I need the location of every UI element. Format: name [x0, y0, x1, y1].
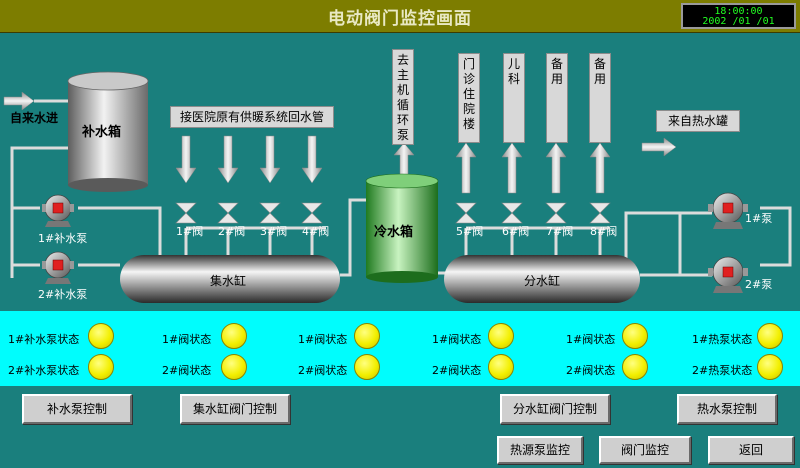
distributor-drum — [444, 255, 640, 303]
outlet-3-label: 备用 — [546, 53, 568, 143]
distributor-label: 分水缸 — [524, 274, 561, 288]
outlet-1-label: 门诊住院楼 — [458, 53, 480, 143]
status-lamp — [221, 323, 247, 349]
hospital-return-label: 接医院原有供暖系统回水管 — [170, 106, 334, 128]
return-arrows — [175, 135, 323, 184]
valve-3-label: 3#阀 — [260, 225, 288, 238]
page-title: 电动阀门监控画面 — [328, 9, 472, 29]
status-label: 1#补水泵状态 — [8, 333, 80, 346]
hot-tank-label: 来自热水罐 — [656, 110, 740, 132]
valve-1-label: 1#阀 — [176, 225, 204, 238]
valve-2-label: 2#阀 — [218, 225, 246, 238]
valve-8-label: 8#阀 — [590, 225, 618, 238]
makeup-pump-2-label: 2#补水泵 — [38, 288, 88, 301]
hot-pump-2-label: 2#泵 — [745, 278, 773, 291]
circ-pump-label: 去主机循环泵 — [392, 49, 414, 145]
clock-date: 2002 /01 /01 — [702, 16, 775, 27]
status-label: 2#阀状态 — [566, 364, 616, 377]
collector-valve-control-button[interactable]: 集水缸阀门控制 — [180, 394, 290, 424]
title-bar — [0, 0, 800, 33]
status-lamp — [88, 354, 114, 380]
makeup-pump-1-label: 1#补水泵 — [38, 232, 88, 245]
tap-water-label: 自来水进 — [10, 111, 59, 125]
status-lamp — [88, 323, 114, 349]
status-label: 2#补水泵状态 — [8, 364, 80, 377]
status-lamp — [354, 323, 380, 349]
outlet-2-label: 儿科 — [503, 53, 525, 143]
clock-display: 18:00:00 2002 /01 /01 — [681, 3, 796, 29]
status-label: 1#阀状态 — [432, 333, 482, 346]
piping-svg — [3, 71, 792, 303]
status-lamp — [757, 323, 783, 349]
back-button[interactable]: 返回 — [708, 436, 794, 464]
status-lamp — [622, 354, 648, 380]
hot-pump-1-label: 1#泵 — [745, 212, 773, 225]
heat-source-monitor-button[interactable]: 热源泵监控 — [497, 436, 583, 464]
valve-4-label: 4#阀 — [302, 225, 330, 238]
to-pump-arrow — [393, 142, 415, 176]
status-label: 2#热泵状态 — [692, 364, 753, 377]
status-label: 2#阀状态 — [162, 364, 212, 377]
hot-pump-control-button[interactable]: 热水泵控制 — [677, 394, 777, 424]
hot-water-arrow — [641, 137, 677, 157]
status-label: 2#阀状态 — [298, 364, 348, 377]
status-label: 1#阀状态 — [298, 333, 348, 346]
valve-7-label: 7#阀 — [546, 225, 574, 238]
process-diagram: 补水箱 自来水进 1#补水泵 2#补水泵 接医院原有供暖系统回水管 1#阀 2#… — [0, 33, 800, 310]
makeup-pump-1 — [42, 194, 74, 227]
outlet-4-label: 备用 — [589, 53, 611, 143]
status-label: 1#热泵状态 — [692, 333, 753, 346]
clock-time: 18:00:00 — [714, 6, 763, 17]
tap-water-arrow — [3, 91, 35, 111]
status-lamp — [221, 354, 247, 380]
valve-5-label: 5#阀 — [456, 225, 484, 238]
status-lamp — [488, 323, 514, 349]
status-lamp — [354, 354, 380, 380]
makeup-tank — [67, 71, 149, 192]
collector-label: 集水缸 — [210, 274, 247, 288]
hot-pump-1 — [708, 192, 748, 229]
hot-pump-2 — [708, 256, 748, 293]
makeup-tank-label: 补水箱 — [82, 125, 122, 140]
status-lamp — [757, 354, 783, 380]
valves — [175, 202, 611, 224]
cold-water-tank — [365, 173, 439, 283]
collector-drum — [120, 255, 340, 303]
status-label: 1#阀状态 — [566, 333, 616, 346]
status-label: 1#阀状态 — [162, 333, 212, 346]
status-panel: 1#补水泵状态 1#阀状态 1#阀状态 1#阀状态 1#阀状态 1#热泵状态 2… — [0, 311, 800, 386]
status-lamp — [622, 323, 648, 349]
status-lamp — [488, 354, 514, 380]
distributor-valve-control-button[interactable]: 分水缸阀门控制 — [500, 394, 610, 424]
makeup-pump-control-button[interactable]: 补水泵控制 — [22, 394, 132, 424]
valve-6-label: 6#阀 — [502, 225, 530, 238]
makeup-pump-2 — [42, 251, 74, 284]
status-label: 2#阀状态 — [432, 364, 482, 377]
outlet-arrows — [455, 142, 611, 194]
valve-monitor-button[interactable]: 阀门监控 — [599, 436, 691, 464]
pipe-network — [10, 146, 792, 278]
cold-tank-label: 冷水箱 — [374, 225, 414, 240]
